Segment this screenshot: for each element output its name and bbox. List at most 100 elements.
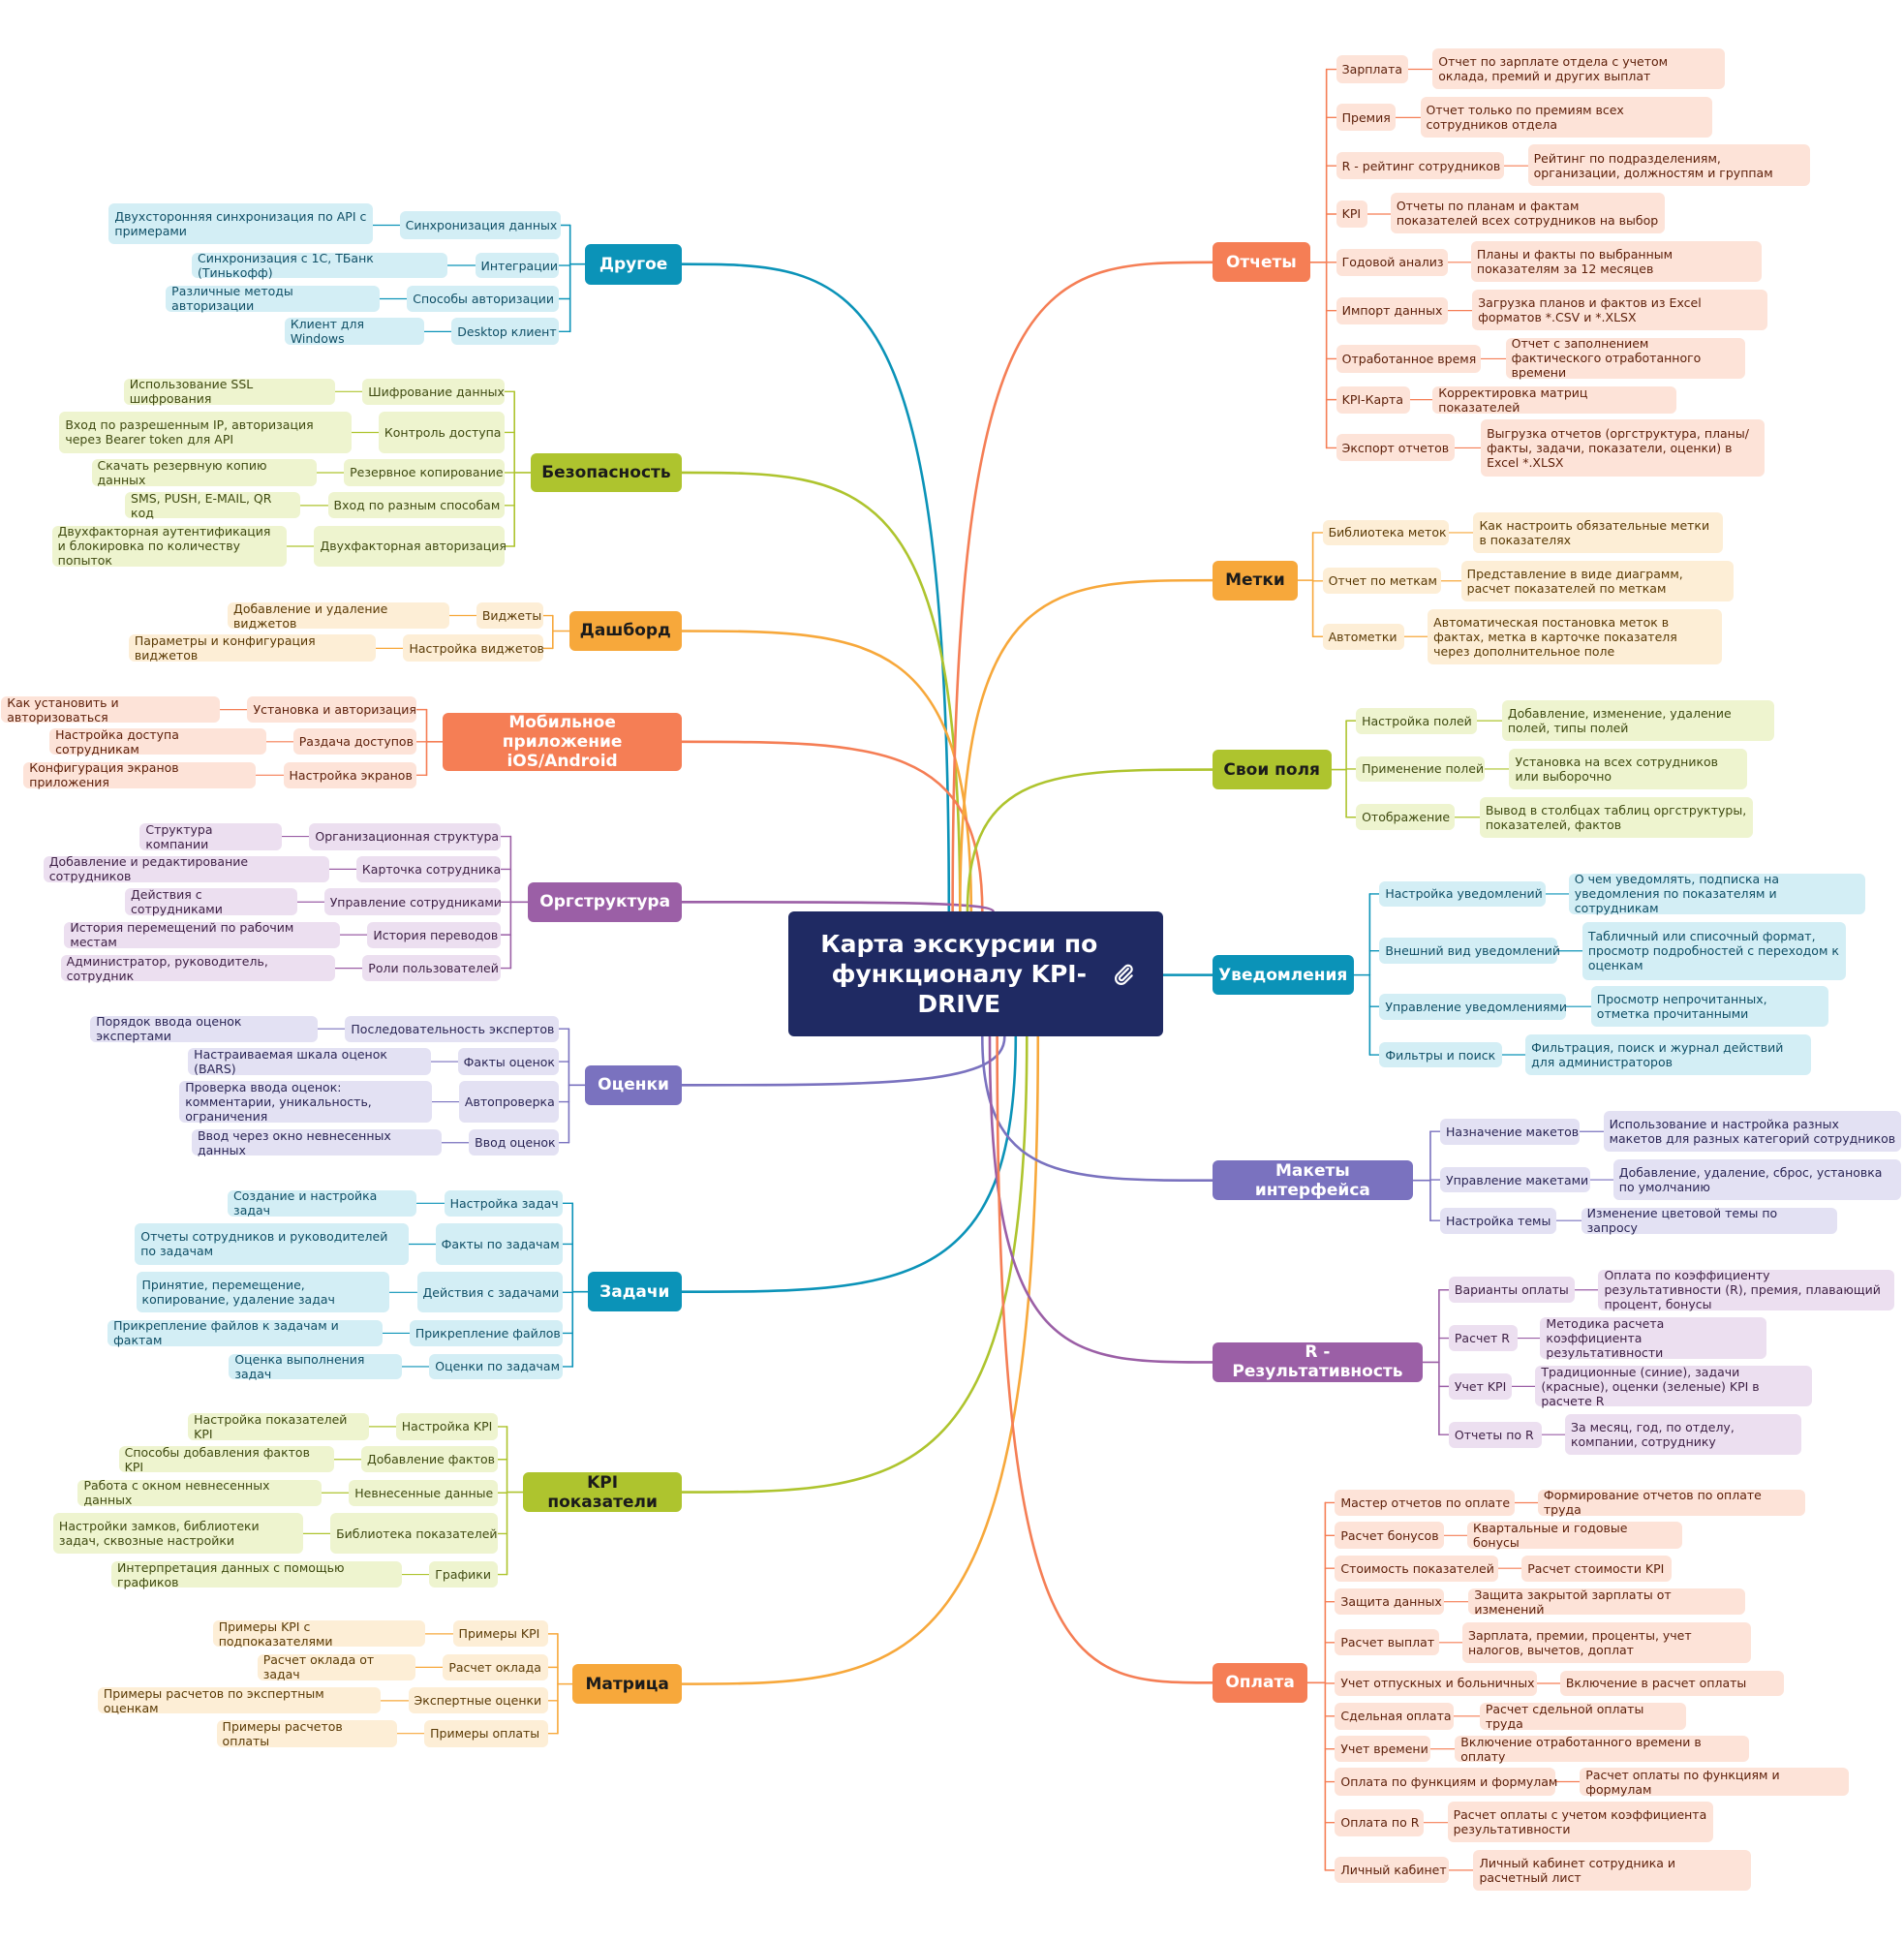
topic-факты-оценок[interactable]: Факты оценок — [457, 1048, 560, 1076]
leaf-учет-kpi[interactable]: Традиционные (синие), задачи (красные), … — [1535, 1365, 1813, 1408]
topic-история-переводов[interactable]: История переводов — [367, 921, 502, 948]
leaf-расчет-выплат[interactable]: Зарплата, премии, проценты, учет налогов… — [1461, 1621, 1751, 1663]
topic-зарплата[interactable]: Зарплата — [1336, 55, 1408, 83]
leaf-библиотека-меток[interactable]: Как настроить обязательные метки в показ… — [1473, 511, 1724, 553]
topic-двухфакторная-авторизация[interactable]: Двухфакторная авторизация — [314, 525, 507, 568]
central-topic[interactable]: Карта экскурсии по функционалу KPI-DRIVE — [787, 911, 1163, 1037]
leaf-отображение[interactable]: Вывод в столбцах таблиц оргструктуры, по… — [1479, 796, 1754, 838]
topic-отчет-по-меткам[interactable]: Отчет по меткам — [1322, 568, 1442, 595]
leaf-невнесенные-данные[interactable]: Работа с окном невнесенных данных — [77, 1478, 322, 1507]
topic-виджеты[interactable]: Виджеты — [476, 602, 543, 629]
topic-настройка-виджетов[interactable]: Настройка виджетов — [403, 634, 544, 663]
branch-left-9[interactable]: Матрица — [572, 1664, 682, 1705]
topic-добавление-фактов[interactable]: Добавление фактов — [361, 1446, 498, 1473]
leaf-настройка-экранов[interactable]: Конфигурация экранов приложения — [23, 760, 257, 789]
topic-управление-уведомлениями[interactable]: Управление уведомлениями — [1379, 993, 1567, 1020]
topic-действия-с-задачами[interactable]: Действия с задачами — [416, 1272, 564, 1313]
topic-назначение-макетов[interactable]: Назначение макетов — [1439, 1118, 1581, 1145]
topic-оценки-по-задачам[interactable]: Оценки по задачам — [429, 1353, 564, 1380]
leaf-учет-времени[interactable]: Включение отработанного времени в оплату — [1455, 1735, 1750, 1764]
leaf-ввод-оценок[interactable]: Ввод через окно невнесенных данных — [192, 1128, 443, 1157]
leaf-факты-по-задачам[interactable]: Отчеты сотрудников и руководителей по за… — [135, 1223, 409, 1265]
leaf-последовательность-экспертов[interactable]: Порядок ввода оценок экспертами — [90, 1014, 319, 1043]
branch-right-4[interactable]: Уведомления — [1212, 955, 1354, 996]
topic-учет-отпускных-и-больничных[interactable]: Учет отпускных и больничных — [1335, 1670, 1537, 1697]
paperclip-icon[interactable] — [1111, 962, 1136, 987]
leaf-расчет-оклада[interactable]: Расчет оклада от задач — [257, 1652, 416, 1681]
branch-left-2[interactable]: Безопасность — [531, 452, 682, 493]
topic-графики[interactable]: Графики — [429, 1561, 498, 1588]
leaf-настройка-виджетов[interactable]: Параметры и конфигурация виджетов — [128, 633, 377, 663]
leaf-настройка-темы[interactable]: Изменение цветовой темы по запросу — [1581, 1206, 1837, 1235]
topic-настройка-экранов[interactable]: Настройка экранов — [283, 761, 417, 788]
topic-оплата-по-r[interactable]: Оплата по R — [1335, 1808, 1425, 1836]
topic-способы-авторизации[interactable]: Способы авторизации — [407, 286, 560, 312]
topic-годовой-анализ[interactable]: Годовой анализ — [1336, 248, 1448, 276]
topic-r-рейтинг-сотрудников[interactable]: R - рейтинг сотрудников — [1336, 152, 1505, 180]
leaf-назначение-макетов[interactable]: Использование и настройка разных макетов… — [1603, 1111, 1902, 1153]
branch-right-5[interactable]: Макеты интерфейса — [1212, 1160, 1413, 1201]
leaf-действия-с-задачами[interactable]: Принятие, перемещение, копирование, удал… — [136, 1272, 390, 1313]
leaf-резервное-копирование[interactable]: Скачать резервную копию данных — [91, 458, 318, 487]
topic-личный-кабинет[interactable]: Личный кабинет — [1335, 1857, 1449, 1884]
leaf-kpi-карта[interactable]: Корректировка матриц показателей — [1432, 385, 1676, 415]
leaf-контроль-доступа[interactable]: Вход по разрешенным IP, авторизация чере… — [59, 412, 352, 453]
topic-ввод-оценок[interactable]: Ввод оценок — [469, 1129, 560, 1156]
branch-left-1[interactable]: Другое — [585, 243, 682, 285]
leaf-вход-по-разным-способам[interactable]: SMS, PUSH, E-MAIL, QR код — [125, 491, 301, 520]
leaf-личный-кабинет[interactable]: Личный кабинет сотрудника и расчетный ли… — [1473, 1849, 1751, 1891]
topic-мастер-отчетов-по-оплате[interactable]: Мастер отчетов по оплате — [1335, 1490, 1515, 1516]
leaf-примеры-оплаты[interactable]: Примеры расчетов оплаты — [216, 1719, 398, 1748]
topic-невнесенные-данные[interactable]: Невнесенные данные — [349, 1479, 498, 1506]
topic-автометки[interactable]: Автометки — [1322, 623, 1404, 650]
topic-расчет-r[interactable]: Расчет R — [1448, 1325, 1519, 1351]
topic-настройка-темы[interactable]: Настройка темы — [1439, 1207, 1557, 1234]
topic-защита-данных[interactable]: Защита данных — [1335, 1588, 1444, 1616]
topic-учет-времени[interactable]: Учет времени — [1335, 1736, 1430, 1763]
leaf-импорт-данных[interactable]: Загрузка планов и фактов из Excel формат… — [1472, 289, 1768, 331]
leaf-защита-данных[interactable]: Защита закрытой зарплаты от изменений — [1468, 1588, 1746, 1617]
leaf-внешний-вид-уведомлений[interactable]: Табличный или списочный формат, просмотр… — [1582, 921, 1846, 980]
leaf-виджеты[interactable]: Добавление и удаление виджетов — [228, 601, 449, 630]
topic-учет-kpi[interactable]: Учет KPI — [1448, 1372, 1513, 1400]
leaf-экспорт-отчетов[interactable]: Выгрузка отчетов (оргструктура, планы/фа… — [1481, 419, 1765, 477]
topic-последовательность-экспертов[interactable]: Последовательность экспертов — [345, 1015, 560, 1042]
leaf-автопроверка[interactable]: Проверка ввода оценок: комментарии, уник… — [179, 1080, 432, 1124]
leaf-зарплата[interactable]: Отчет по зарплате отдела с учетом оклада… — [1432, 47, 1725, 89]
topic-библиотека-показателей[interactable]: Библиотека показателей — [330, 1513, 498, 1555]
topic-карточка-сотрудника[interactable]: Карточка сотрудника — [355, 855, 502, 882]
leaf-управление-уведомлениями[interactable]: Просмотр непрочитанных, отметка прочитан… — [1590, 986, 1829, 1028]
leaf-добавление-фактов[interactable]: Способы добавления фактов KPI — [118, 1445, 334, 1474]
leaf-настройка-kpi[interactable]: Настройка показателей KPI — [188, 1412, 369, 1441]
leaf-сдельная-оплата[interactable]: Расчет сдельной оплаты труда — [1479, 1702, 1687, 1731]
leaf-установка-и-авторизация[interactable]: Как установить и авторизоваться — [1, 695, 221, 724]
topic-desktop-клиент[interactable]: Desktop клиент — [451, 318, 560, 346]
topic-факты-по-задачам[interactable]: Факты по задачам — [435, 1223, 564, 1265]
branch-right-7[interactable]: Оплата — [1212, 1662, 1308, 1703]
branch-right-6[interactable]: R - Результативность — [1212, 1342, 1424, 1382]
leaf-оценки-по-задачам[interactable]: Оценка выполнения задач — [229, 1352, 403, 1381]
leaf-организационная-структура[interactable]: Структура компании — [139, 822, 283, 851]
leaf-фильтры-и-поиск[interactable]: Фильтрация, поиск и журнал действий для … — [1525, 1033, 1812, 1076]
topic-расчет-оклада[interactable]: Расчет оклада — [443, 1653, 548, 1680]
branch-left-3[interactable]: Дашборд — [568, 611, 682, 651]
leaf-отчет-по-меткам[interactable]: Представление в виде диаграмм, расчет по… — [1460, 560, 1734, 601]
leaf-способы-авторизации[interactable]: Различные методы авторизации — [166, 285, 381, 313]
topic-интеграции[interactable]: Интеграции — [475, 252, 560, 279]
topic-синхронизация-данных[interactable]: Синхронизация данных — [399, 211, 561, 239]
leaf-роли-пользователей[interactable]: Администратор, руководитель, сотрудник — [60, 954, 336, 983]
topic-отработанное-время[interactable]: Отработанное время — [1336, 345, 1482, 373]
leaf-варианты-оплаты[interactable]: Оплата по коэффициенту результативности … — [1598, 1268, 1894, 1311]
leaf-стоимость-показателей[interactable]: Расчет стоимости KPI — [1521, 1555, 1672, 1582]
topic-прикрепление-файлов[interactable]: Прикрепление файлов — [409, 1320, 564, 1346]
topic-премия[interactable]: Премия — [1336, 104, 1396, 132]
branch-left-8[interactable]: KPI показатели — [523, 1472, 682, 1513]
leaf-примеры-kpi[interactable]: Примеры KPI с подпоказателями — [212, 1619, 426, 1649]
topic-организационная-структура[interactable]: Организационная структура — [309, 822, 502, 850]
leaf-прикрепление-файлов[interactable]: Прикрепление файлов к задачам и фактам — [107, 1318, 383, 1347]
topic-kpi-карта[interactable]: KPI-Карта — [1336, 385, 1411, 414]
leaf-факты-оценок[interactable]: Настраиваемая шкала оценок (BARS) — [188, 1047, 431, 1076]
leaf-шифрование-данных[interactable]: Использование SSL шифрования — [123, 377, 336, 406]
topic-экспорт-отчетов[interactable]: Экспорт отчетов — [1336, 434, 1456, 462]
leaf-двухфакторная-авторизация[interactable]: Двухфакторная аутентификация и блокировк… — [51, 524, 288, 568]
